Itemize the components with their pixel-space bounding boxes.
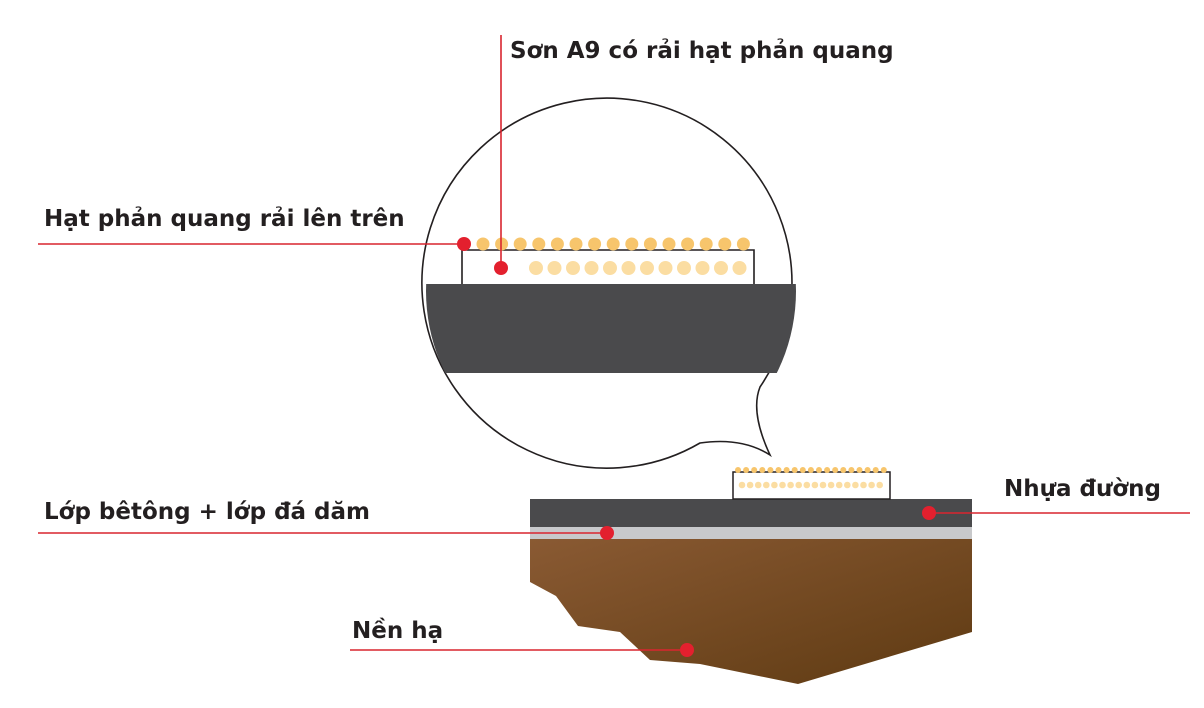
bead-top xyxy=(476,237,490,251)
bead-top xyxy=(799,467,806,473)
bead-top xyxy=(550,237,564,251)
bead-embedded xyxy=(746,481,754,489)
concrete-gravel-layer xyxy=(530,527,972,539)
bead-embedded xyxy=(584,261,599,275)
bead-embedded xyxy=(529,261,543,275)
bead-embedded xyxy=(763,481,770,489)
bead-top xyxy=(569,237,583,251)
bead-top xyxy=(751,467,758,473)
label-paint: Sơn A9 có rải hạt phản quang xyxy=(510,38,894,64)
bead-top xyxy=(848,467,855,473)
bead-embedded xyxy=(677,261,691,275)
markers xyxy=(457,237,936,657)
asphalt-layer-zoomed xyxy=(426,284,796,373)
bead-top xyxy=(775,467,782,473)
bead-top xyxy=(606,237,620,251)
bead-embedded xyxy=(819,481,827,489)
bead-embedded xyxy=(868,481,875,489)
bead-embedded xyxy=(754,481,762,489)
bead-embedded xyxy=(835,481,843,489)
bead-embedded xyxy=(640,261,654,275)
zoomed-reflective-beads xyxy=(476,237,750,275)
bead-top xyxy=(872,467,879,473)
bead-embedded xyxy=(732,261,747,275)
bead-top xyxy=(880,467,887,473)
bead-top xyxy=(532,237,546,251)
bead-top xyxy=(681,237,695,251)
bead-embedded xyxy=(787,481,794,489)
bead-top xyxy=(783,467,790,473)
marker-paint xyxy=(494,261,508,275)
bead-top xyxy=(625,237,639,251)
bead-top xyxy=(856,467,863,473)
bead-top xyxy=(767,467,774,473)
bead-embedded xyxy=(566,261,580,275)
bead-top xyxy=(513,237,527,251)
subgrade-soil-layer xyxy=(530,538,972,684)
bead-top xyxy=(588,237,602,251)
bead-embedded xyxy=(811,481,819,489)
marker-beads xyxy=(457,237,471,251)
label-subgrade: Nền hạ xyxy=(352,617,443,644)
bead-top xyxy=(718,237,732,251)
asphalt-layer xyxy=(530,499,972,527)
bead-top xyxy=(832,467,839,473)
bead-embedded xyxy=(779,481,786,489)
bead-top xyxy=(735,467,741,473)
bead-top xyxy=(699,237,713,251)
bead-embedded xyxy=(795,481,802,489)
bead-embedded xyxy=(695,261,710,275)
magnifier-bubble xyxy=(421,97,796,469)
bead-embedded xyxy=(844,481,851,489)
bead-embedded xyxy=(852,481,859,489)
label-beads: Hạt phản quang rải lên trên xyxy=(44,206,405,232)
bead-top xyxy=(759,467,766,473)
label-asphalt: Nhựa đường xyxy=(1004,476,1161,502)
bead-top xyxy=(662,237,676,251)
bead-embedded xyxy=(658,261,673,275)
bead-top xyxy=(791,467,798,473)
bead-embedded xyxy=(603,261,617,275)
bead-embedded xyxy=(827,481,835,489)
bead-embedded xyxy=(547,261,562,275)
bead-embedded xyxy=(860,481,867,489)
bead-top xyxy=(824,467,831,473)
bead-embedded xyxy=(714,261,728,275)
bead-embedded xyxy=(621,261,636,275)
bead-embedded xyxy=(738,481,746,489)
bead-top xyxy=(807,467,814,473)
label-concrete: Lớp bêtông + lớp đá dăm xyxy=(44,499,370,525)
bead-embedded xyxy=(803,481,811,489)
bead-embedded xyxy=(771,481,778,489)
bead-top xyxy=(743,467,750,473)
bead-top xyxy=(864,467,871,473)
road-cross-section xyxy=(530,467,972,684)
bead-top xyxy=(643,237,657,251)
bead-embedded xyxy=(876,481,883,489)
small-reflective-beads xyxy=(735,467,887,489)
leader-lines xyxy=(38,35,1190,651)
bead-top xyxy=(736,237,750,251)
marker-concrete xyxy=(600,526,614,540)
bead-top xyxy=(816,467,822,473)
marker-asphalt xyxy=(922,506,936,520)
bead-top xyxy=(840,467,847,473)
marker-subgrade xyxy=(680,643,694,657)
